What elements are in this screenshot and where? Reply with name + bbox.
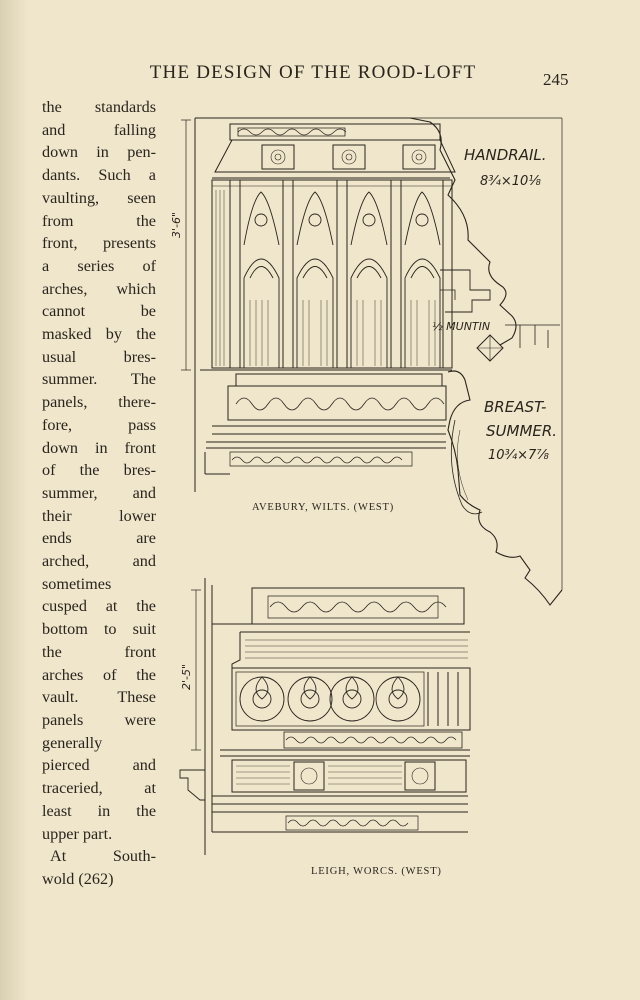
- text-line: least in the: [42, 801, 156, 820]
- text-line: usual bres-: [42, 347, 156, 366]
- text-line: arches, which: [42, 279, 156, 298]
- handrail-size: 8¾×10⅛: [480, 174, 541, 189]
- text-line: fore, pass: [42, 415, 156, 434]
- text-line: cusped at the: [42, 597, 156, 616]
- text-line: panels, there-: [42, 393, 156, 412]
- text-line: masked by the: [42, 325, 156, 344]
- text-line: bottom to suit: [42, 620, 156, 639]
- text-line: panels were: [42, 710, 156, 729]
- breast-summer-size: 10¾×7⅞: [488, 448, 549, 463]
- text-line: wold (262): [42, 869, 114, 888]
- text-line: ends are: [42, 529, 156, 548]
- text-line: summer, and: [42, 483, 156, 502]
- text-line: arches of the: [42, 665, 156, 684]
- text-line: down in pen-: [42, 143, 156, 162]
- text-line: a series of: [42, 256, 156, 275]
- text-line: summer. The: [42, 370, 156, 389]
- text-line: dants. Such a: [42, 166, 156, 185]
- text-line: At South-: [50, 847, 156, 866]
- text-line: upper part.: [42, 824, 113, 843]
- text-line: down in front: [42, 438, 156, 457]
- text-line: vaulting, seen: [42, 188, 156, 207]
- text-line: the standards: [42, 98, 156, 116]
- handrail-label: HANDRAIL.: [464, 146, 547, 164]
- page-number: 245: [543, 70, 569, 89]
- text-line: pierced and: [42, 756, 156, 775]
- text-line: traceried, at: [42, 779, 156, 798]
- text-line: of the bres-: [42, 461, 156, 480]
- figure-caption-leigh: LEIGH, WORCS. (WEST): [311, 866, 442, 877]
- figure-caption-avebury: AVEBURY, WILTS. (WEST): [252, 502, 395, 513]
- height-dimension-bottom: 2'-5": [180, 663, 193, 690]
- page-gutter-shadow: [0, 0, 28, 1000]
- text-line: generally: [42, 733, 103, 752]
- running-title: THE DESIGN OF THE ROOD-LOFT: [149, 62, 477, 83]
- text-line: sometimes: [42, 574, 112, 593]
- text-line: cannot be: [42, 302, 156, 321]
- text-line: vault. These: [42, 688, 156, 707]
- text-line: the front: [42, 642, 156, 661]
- muntin-label: ½ MUNTIN: [432, 320, 491, 333]
- breast-summer-label-1: BREAST-: [484, 398, 547, 416]
- leigh-elevation-drawing: [179, 578, 471, 855]
- text-line: and falling: [42, 120, 156, 139]
- avebury-elevation-drawing: [181, 117, 563, 606]
- body-text-column: the standards and falling down in pen-dant…: [42, 96, 156, 891]
- breast-summer-label-2: SUMMER.: [486, 422, 558, 440]
- text-line: front, presents: [42, 234, 156, 253]
- text-line: from the: [42, 211, 156, 230]
- text-line: their lower: [42, 506, 156, 525]
- height-dimension-top: 3'-6": [170, 211, 183, 238]
- text-line: arched, and: [42, 552, 156, 571]
